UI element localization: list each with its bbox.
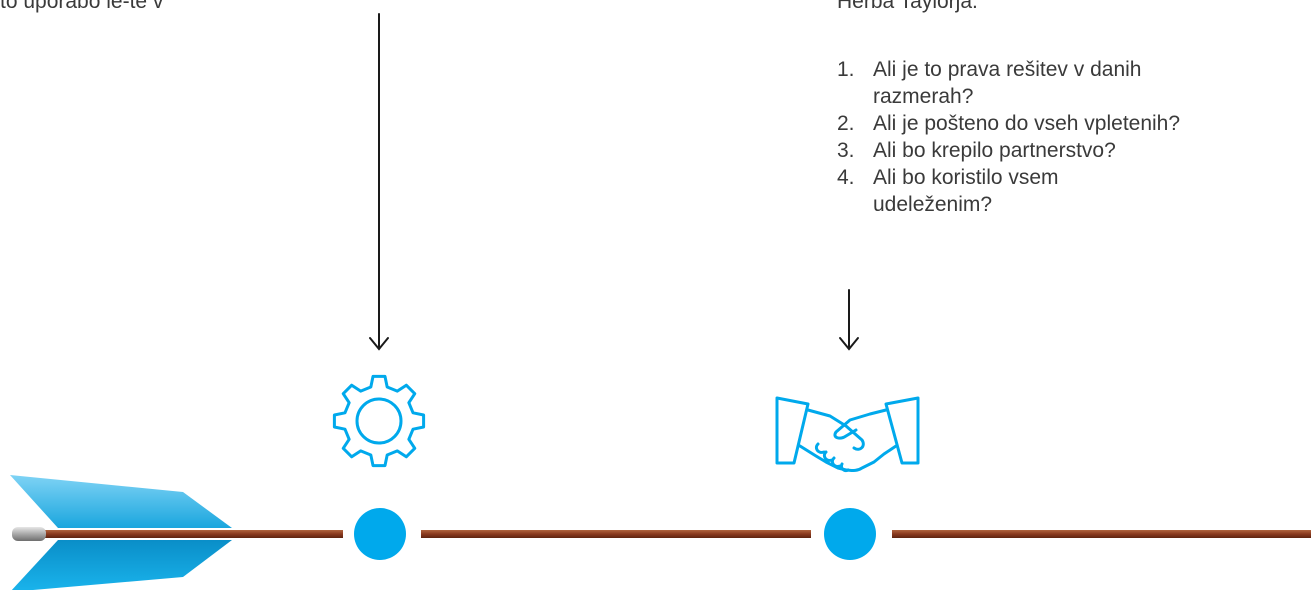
arrow-fletching-icon [10,475,232,590]
list-text: Ali bo krepilo partnerstvo? [873,139,1116,162]
list-item: 1. Ali je to prava rešitev v danih razme… [837,56,1183,110]
list-text: Ali bo koristilo vsem udeleženim? [873,166,1059,216]
list-number: 2. [837,112,855,135]
arrow-shaft [40,530,1311,538]
list-text: Ali je pošteno do vseh vpletenih? [873,112,1181,135]
timeline-node-2 [824,508,876,560]
down-arrow-left [369,13,389,351]
arrow-nock [12,527,46,541]
down-arrow-right [839,289,859,351]
question-list: 1. Ali je to prava rešitev v danih razme… [837,56,1183,218]
list-number: 3. [837,139,855,162]
list-item: 3. Ali bo krepilo partnerstvo? [837,137,1183,164]
column2-intro: Herba Taylorja. [837,0,978,13]
list-item: 4. Ali bo koristilo vsem udeleženim? [837,164,1183,218]
list-number: 1. [837,58,855,81]
list-item: 2. Ali je pošteno do vseh vpletenih? [837,110,1183,137]
column1-text: to uporabo le-te v [0,0,164,13]
list-text: Ali je to prava rešitev v danih razmerah… [873,58,1142,108]
timeline-node-1 [354,508,406,560]
handshake-icon [775,396,920,472]
list-number: 4. [837,166,855,189]
gear-icon [332,374,426,468]
